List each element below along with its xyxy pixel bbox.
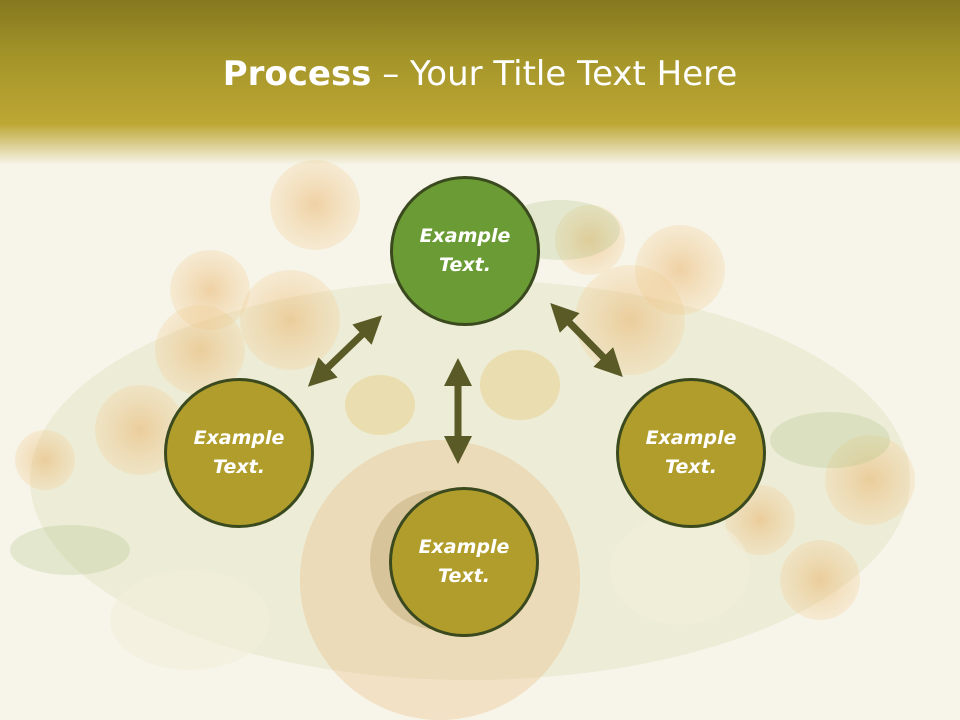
process-node-bottom[interactable]: Example Text. <box>389 487 539 637</box>
double-arrow-icon <box>307 315 383 387</box>
process-node-left[interactable]: Example Text. <box>164 378 314 528</box>
process-node-right[interactable]: Example Text. <box>616 378 766 528</box>
title-rest: – Your Title Text Here <box>371 54 738 94</box>
page-title: Process – Your Title Text Here <box>0 52 960 96</box>
title-bold: Process <box>222 54 372 94</box>
title-bar <box>0 0 960 165</box>
process-node-top[interactable]: Example Text. <box>390 176 540 326</box>
double-arrow-icon <box>550 303 623 377</box>
flower-bouquet-image <box>10 160 915 720</box>
